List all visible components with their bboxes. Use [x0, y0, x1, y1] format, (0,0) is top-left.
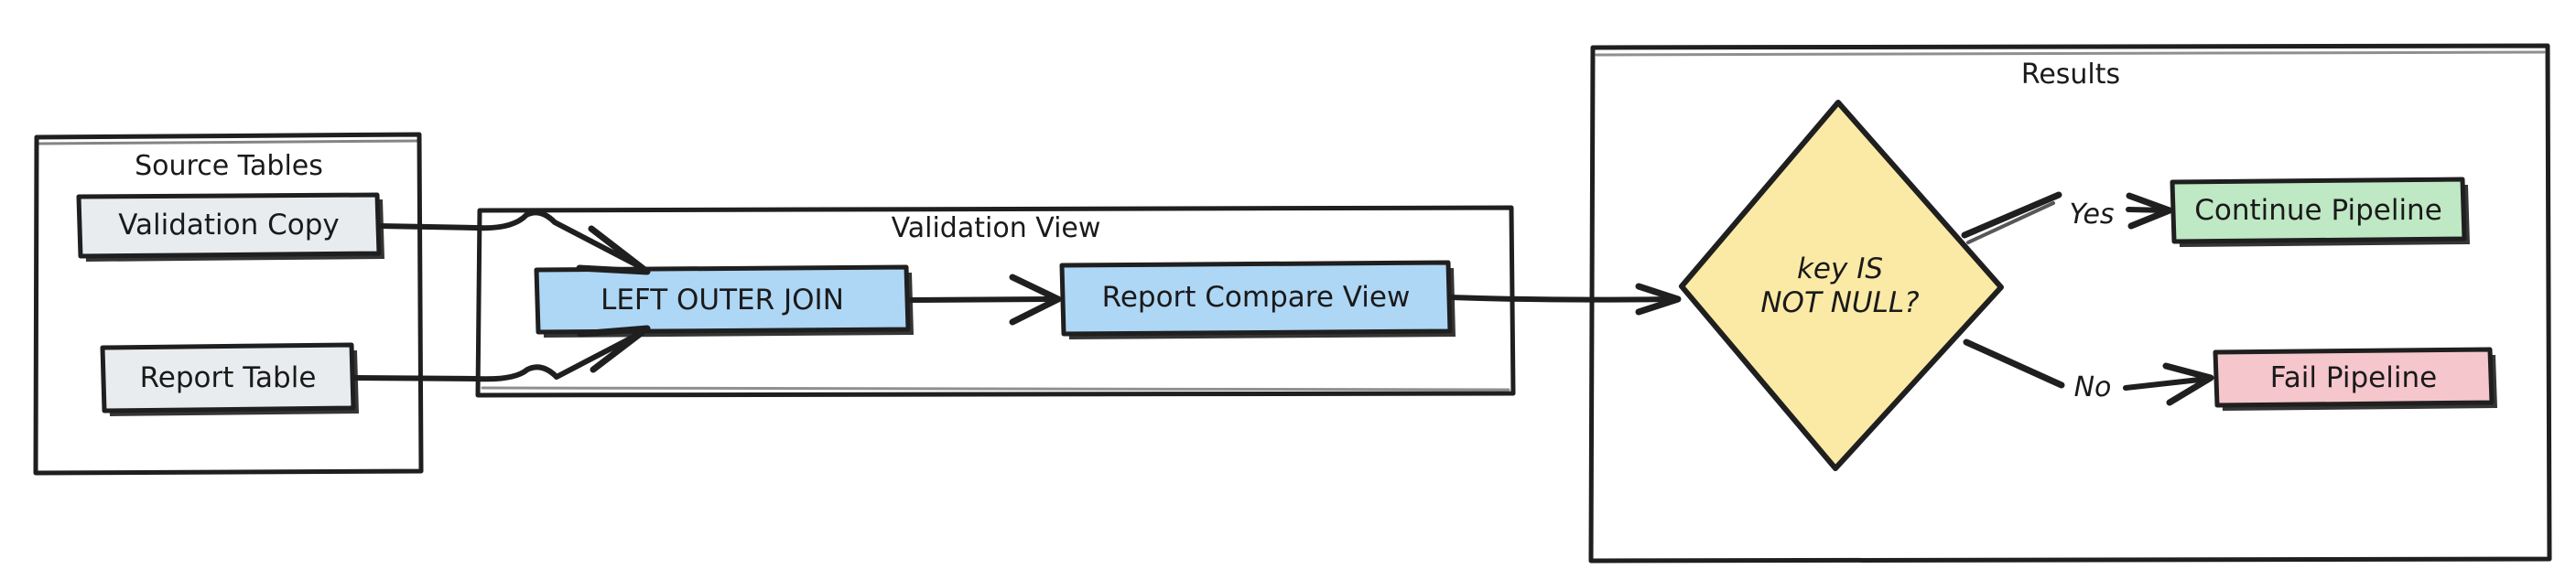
- edge-decision-to-continue-pipeline-sketch: [1966, 201, 2055, 244]
- edge-compare-to-decision-arrowhead: [1635, 283, 1682, 316]
- group-container-source-tables: [33, 132, 424, 476]
- node-left-outer-join[interactable]: [534, 264, 911, 335]
- edge-decision-to-continue-pipeline: [1961, 191, 2062, 239]
- edge-join-to-compare-arrowhead: [1009, 274, 1062, 326]
- group-container-results: [1588, 43, 2552, 564]
- node-report-table[interactable]: [100, 342, 356, 414]
- edge-validation-copy-to-left-outer-join: [376, 209, 644, 270]
- node-continue-pipeline[interactable]: [2170, 177, 2467, 244]
- node-key-is-not-null-diamond[interactable]: [1679, 100, 2004, 471]
- edge-no-arrow-stem: [2123, 376, 2211, 391]
- node-validation-copy[interactable]: [76, 192, 382, 259]
- group-container-validation-view: [475, 205, 1516, 398]
- edge-report-table-to-left-outer-join: [351, 330, 644, 382]
- node-report-compare-view[interactable]: [1059, 260, 1453, 337]
- edge-yes-arrowhead: [2126, 192, 2173, 230]
- group-container-results-sketch: [1595, 50, 2546, 57]
- node-fail-pipeline[interactable]: [2213, 347, 2495, 408]
- edge-validation-copy-arrowhead: [576, 225, 651, 275]
- group-container-validation-view-sketch: [481, 386, 1510, 392]
- edge-report-compare-view-to-decision: [1447, 295, 1671, 303]
- edge-no-arrowhead: [2162, 362, 2214, 406]
- group-container-source-tables-sketch: [38, 139, 418, 145]
- edge-decision-to-fail-pipeline: [1963, 338, 2065, 389]
- edge-report-table-arrowhead: [577, 325, 651, 373]
- edge-left-outer-join-to-report-compare-view: [905, 296, 1051, 303]
